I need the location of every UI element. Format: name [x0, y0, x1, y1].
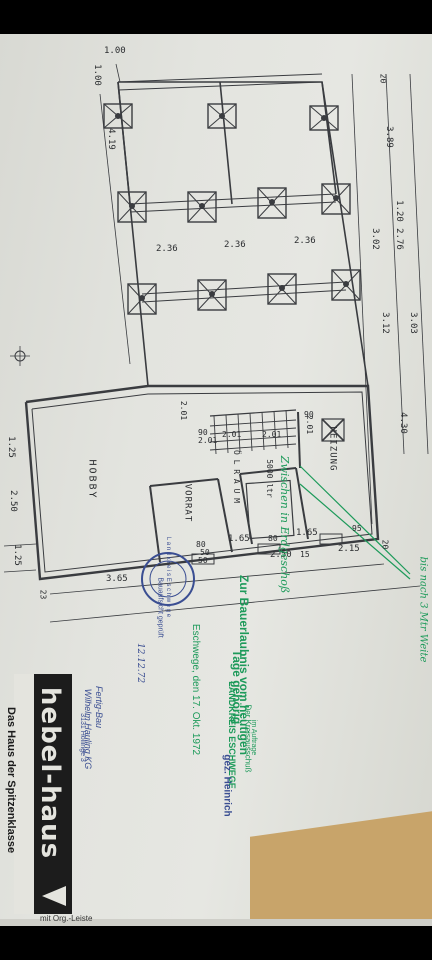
dim-room-6: 90	[198, 428, 208, 437]
blueprint-sheet: 1.00 1.00 3.89 3.02 3.12 1.20 2.76 3.03 …	[0, 34, 432, 926]
room-label-vorrat: VORRAT	[182, 483, 193, 523]
dim-left-419: 4.19	[105, 128, 116, 150]
inspection-stamp-graphic	[141, 552, 195, 606]
dim-left-1: 1.00	[91, 64, 102, 86]
sheet-edge	[0, 919, 432, 926]
dim-bottom-50a: 50	[200, 548, 210, 557]
floor-plan-drawing	[3, 63, 429, 914]
dim-room-2: 2.01	[198, 436, 218, 445]
dim-span-2: 2.36	[224, 240, 246, 250]
dim-right-3: 3.12	[379, 312, 390, 334]
dim-bottom-80a: 80	[196, 540, 206, 549]
dim-bottom-95: 95	[352, 524, 362, 533]
dim-right-6: 3.03	[407, 312, 418, 334]
circle-stamp-center: Bauaufsicht geprüft	[156, 577, 164, 638]
circle-stamp-ring: L a n d k r e i s E s c h w e g e	[165, 536, 172, 618]
dim-room-1: 2.01	[179, 400, 189, 421]
dim-right-2: 3.02	[369, 228, 380, 250]
dim-bottom-165b: 1.65	[296, 528, 318, 538]
dim-room-4: 2.01	[222, 430, 242, 439]
dim-right-4: 1.20	[393, 200, 404, 222]
dim-room-7: 90	[304, 410, 314, 419]
builder-line-1: Fertig-Bau	[94, 685, 105, 729]
circle-stamp-date: 12.12.72	[135, 642, 146, 684]
dim-right-1: 3.89	[383, 126, 394, 148]
room-label-hobby: HOBBY	[86, 459, 98, 500]
room-label-oelraum: Ö L R A U M	[231, 450, 241, 503]
dim-bottom-15: 15	[300, 550, 310, 559]
brand-name: hebel-haus	[35, 686, 66, 860]
authority-line-3: im Auftrage	[250, 719, 258, 756]
dim-span-3: 2.36	[294, 236, 316, 246]
brand-tagline: Das Haus der Spitzenklasse	[5, 706, 18, 854]
pier-marker	[103, 103, 133, 129]
handwritten-note-1: Zwischen in Erdgeschoß	[278, 455, 292, 594]
dim-bottom-23: 23	[38, 589, 48, 600]
dim-bottom-125a: 1.25	[5, 436, 16, 458]
builder-line-3: 3131 Hollinge 3	[78, 713, 86, 762]
room-label-heizung: HEIZUNG	[327, 426, 338, 472]
dim-right-5: 2.76	[393, 228, 404, 250]
handwritten-note-2: bis nach 3 Mtr Weite	[417, 556, 429, 663]
dim-right-7: 4.30	[397, 412, 408, 434]
signature-text: gez. Heinrich	[221, 754, 233, 817]
org-label: mit Org.-Leiste	[40, 914, 93, 923]
dim-bottom-20: 20	[380, 539, 390, 550]
dim-bottom-50b: 50	[198, 556, 208, 565]
dim-bottom-80b: 80	[268, 534, 278, 543]
dim-bottom-365: 3.65	[106, 574, 128, 584]
upper-frame	[117, 81, 369, 387]
dim-bottom-125b: 1.25	[11, 544, 22, 566]
dim-top-1: 1.00	[104, 46, 126, 56]
hebel-haus-logo	[14, 674, 72, 914]
dim-bottom-165a: 1.65	[228, 534, 250, 544]
room-label-tank: 5000 ltr	[264, 459, 274, 498]
dim-room-3: 2.01	[262, 430, 282, 439]
dim-bottom-215: 2.15	[338, 544, 360, 554]
dim-bottom-250: 2.50	[7, 490, 18, 512]
basement-outline	[24, 384, 380, 581]
approval-line-3: Eschwege, den 17. Okt. 1972	[190, 623, 202, 756]
dim-top-20: 20	[378, 73, 388, 84]
dim-span-1: 2.36	[156, 244, 178, 254]
dim-bottom-250b: 2.50	[270, 550, 292, 560]
